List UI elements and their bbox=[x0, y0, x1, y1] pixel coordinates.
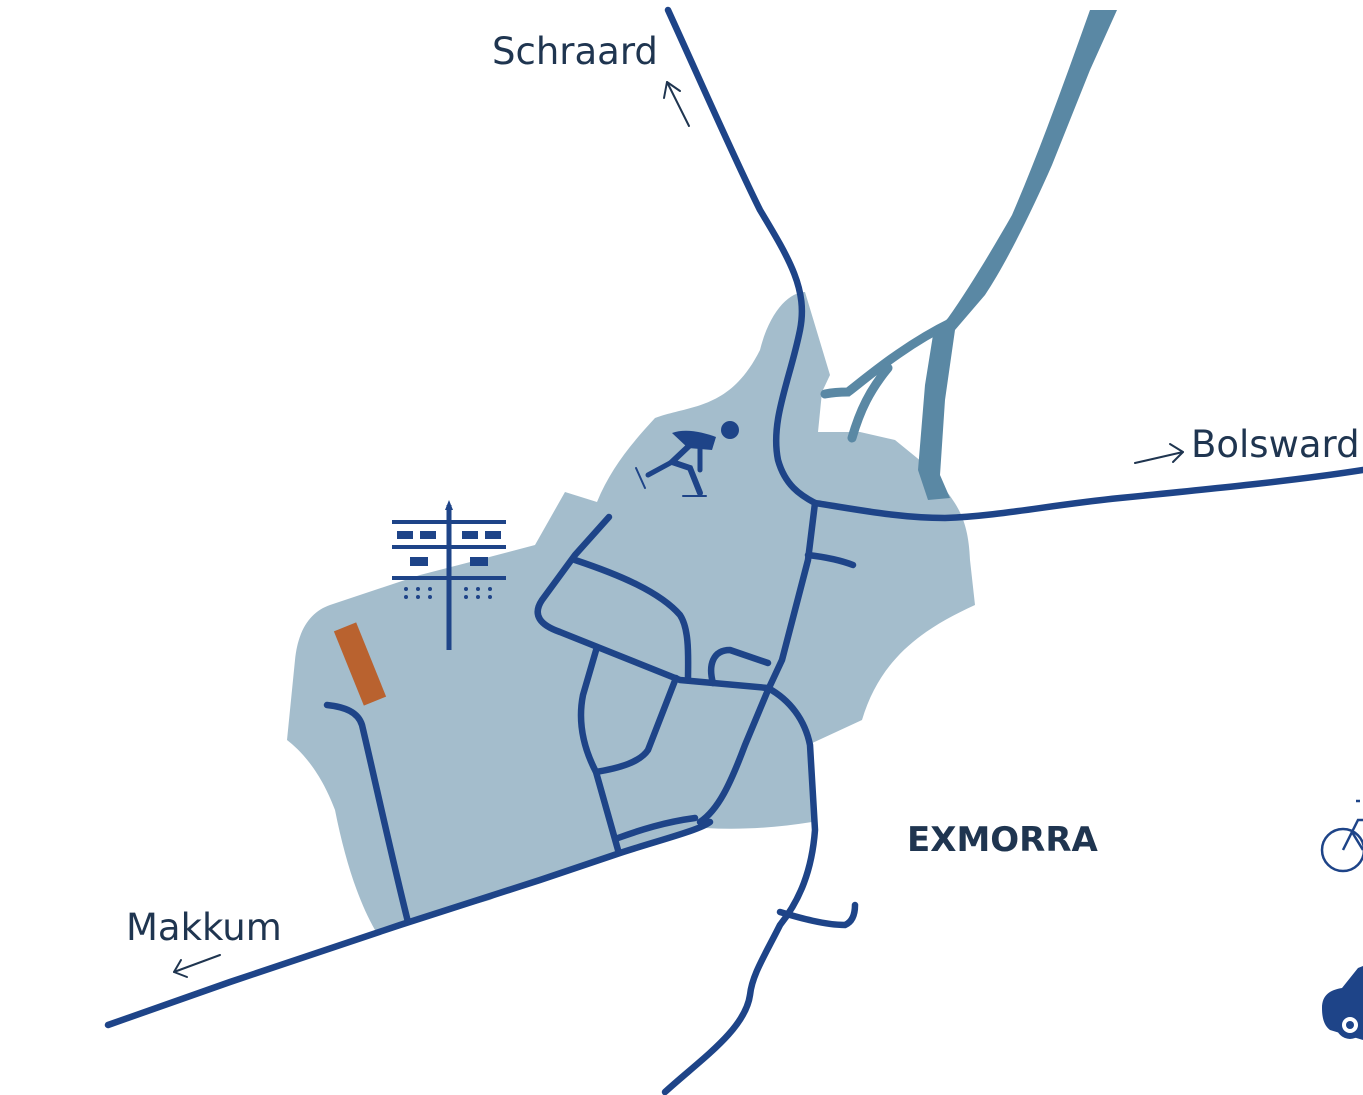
label-bolsward: Bolsward bbox=[1191, 423, 1360, 466]
canal-branch bbox=[820, 317, 957, 443]
direction-arrows bbox=[173, 81, 1184, 978]
orange-building-marker bbox=[333, 622, 387, 706]
arrow-schraard bbox=[663, 81, 690, 127]
church-tower-icon bbox=[392, 500, 506, 650]
label-makkum: Makkum bbox=[126, 906, 282, 949]
village-name: EXMORRA bbox=[907, 820, 1098, 860]
bicycle-icon bbox=[1320, 799, 1363, 873]
canal bbox=[918, 10, 1117, 500]
label-schraard: Schraard bbox=[492, 30, 658, 73]
village-area bbox=[287, 292, 975, 930]
road-network bbox=[104, 6, 1363, 1095]
arrow-makkum bbox=[173, 954, 221, 978]
speed-skater-icon bbox=[635, 421, 739, 497]
arrow-bolsward bbox=[1134, 443, 1184, 464]
car-icon bbox=[1322, 966, 1363, 1040]
